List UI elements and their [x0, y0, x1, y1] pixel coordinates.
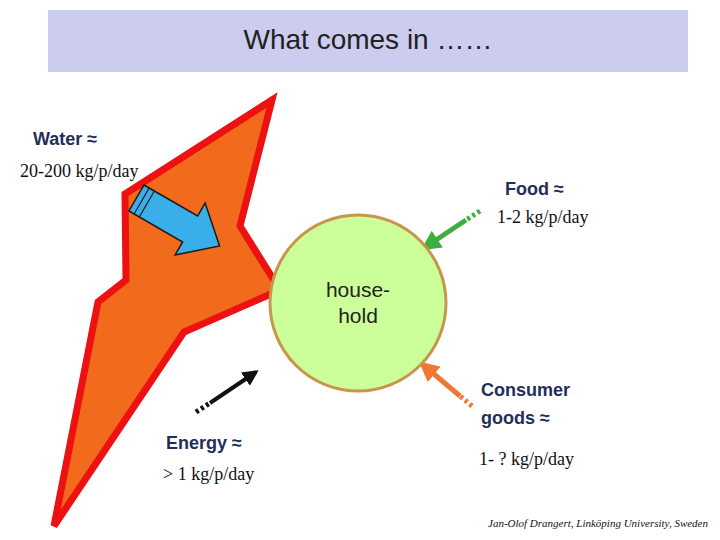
slide-title: What comes in ……: [48, 22, 688, 58]
flow-name: Water ≈: [33, 128, 97, 151]
circle-shape: [270, 215, 446, 391]
author-credit: Jan-Olof Drangert, Linköping University,…: [488, 516, 708, 530]
goods-arrow: [422, 364, 472, 406]
node-text: house- hold: [316, 277, 400, 330]
flow-name: Food ≈: [505, 178, 564, 201]
household-circle: house- hold: [268, 213, 448, 393]
flow-name: Energy ≈: [166, 432, 242, 455]
water-arrow: [121, 172, 234, 272]
flow-name: Consumer goods ≈: [481, 376, 591, 432]
flow-amount: 20-200 kg/p/day: [20, 160, 139, 183]
energy-arrow: [196, 372, 256, 412]
flow-amount: 1-2 kg/p/day: [497, 206, 589, 229]
flow-amount: 1- ? kg/p/day: [479, 448, 574, 471]
circle-outline: [268, 213, 448, 393]
flow-amount: > 1 kg/p/day: [163, 463, 254, 486]
title-band: [48, 10, 688, 72]
food-arrow: [424, 211, 480, 248]
